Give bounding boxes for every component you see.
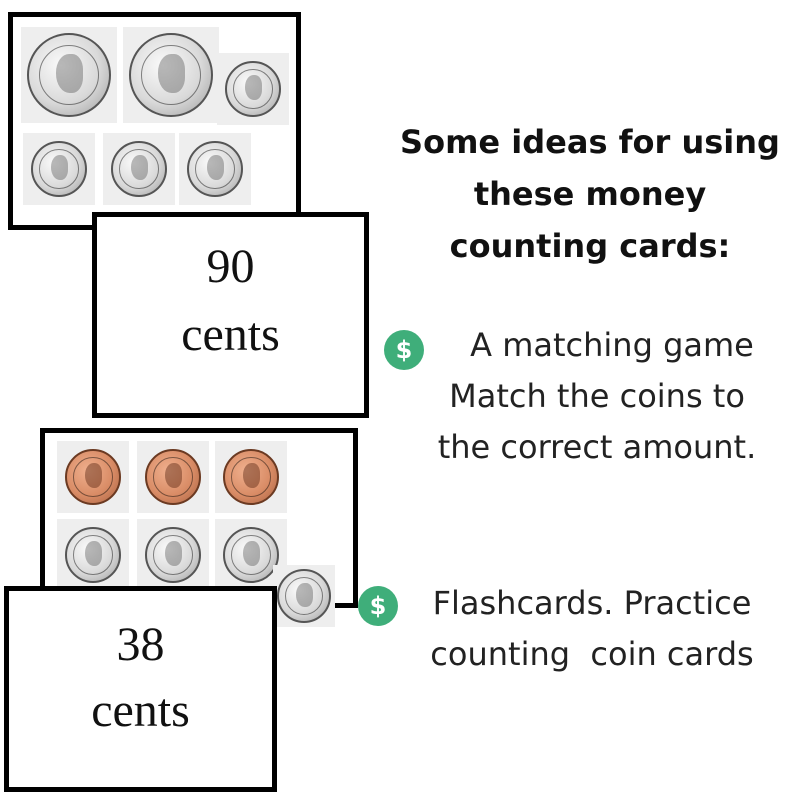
penny-coin bbox=[223, 449, 279, 505]
penny-coin-cell bbox=[215, 441, 287, 513]
quarter-coin-cell bbox=[21, 27, 117, 123]
quarter-coin bbox=[129, 33, 213, 117]
dime-coin-cell bbox=[23, 133, 95, 205]
heading-line-2: these money bbox=[473, 175, 707, 213]
amount-number: 90 bbox=[206, 240, 255, 293]
penny-coin bbox=[65, 449, 121, 505]
dime-coin-cell bbox=[137, 519, 209, 591]
dime-coin bbox=[65, 527, 121, 583]
dime-coin-cell bbox=[217, 53, 289, 125]
dime-coin-cell bbox=[215, 519, 287, 591]
dime-coin bbox=[31, 141, 87, 197]
amount-number: 38 bbox=[116, 618, 165, 671]
dollar-icon: $ bbox=[358, 586, 398, 626]
dime-coin bbox=[187, 141, 243, 197]
amount-card-1[interactable]: 90 cents bbox=[92, 212, 369, 418]
amount-unit: cents bbox=[91, 684, 190, 737]
heading-line-3: counting cards: bbox=[449, 227, 731, 265]
dime-coin-cell bbox=[179, 133, 251, 205]
dime-coin-cell bbox=[57, 519, 129, 591]
idea-matching-game: A matching game Match the coins to the c… bbox=[400, 320, 794, 473]
quarter-coin-cell bbox=[123, 27, 219, 123]
amount-unit: cents bbox=[181, 308, 280, 361]
dime-coin bbox=[223, 527, 279, 583]
dime-coin-cell bbox=[103, 133, 175, 205]
dime-coin bbox=[111, 141, 167, 197]
quarter-coin bbox=[27, 33, 111, 117]
penny-coin bbox=[145, 449, 201, 505]
coin-card-1[interactable] bbox=[8, 12, 301, 230]
coin-card-2[interactable] bbox=[40, 428, 358, 627]
idea-line: A matching game bbox=[470, 326, 754, 364]
penny-coin-cell bbox=[137, 441, 209, 513]
ideas-heading: Some ideas for using these money countin… bbox=[390, 116, 790, 272]
nickel-coin-cell bbox=[273, 565, 335, 627]
idea-flashcards: Flashcards. Practice counting coin cards bbox=[400, 578, 784, 680]
heading-line-1: Some ideas for using bbox=[400, 123, 780, 161]
amount-card-2[interactable]: 38 cents bbox=[4, 586, 277, 792]
dollar-icon: $ bbox=[384, 330, 424, 370]
idea-line: Match the coins to bbox=[449, 377, 745, 415]
idea-line: the correct amount. bbox=[437, 428, 757, 466]
dime-coin bbox=[145, 527, 201, 583]
penny-coin-cell bbox=[57, 441, 129, 513]
idea-line: Flashcards. Practice bbox=[432, 584, 752, 622]
idea-line: counting coin cards bbox=[430, 635, 754, 673]
nickel-coin bbox=[277, 569, 331, 623]
dime-coin bbox=[225, 61, 281, 117]
